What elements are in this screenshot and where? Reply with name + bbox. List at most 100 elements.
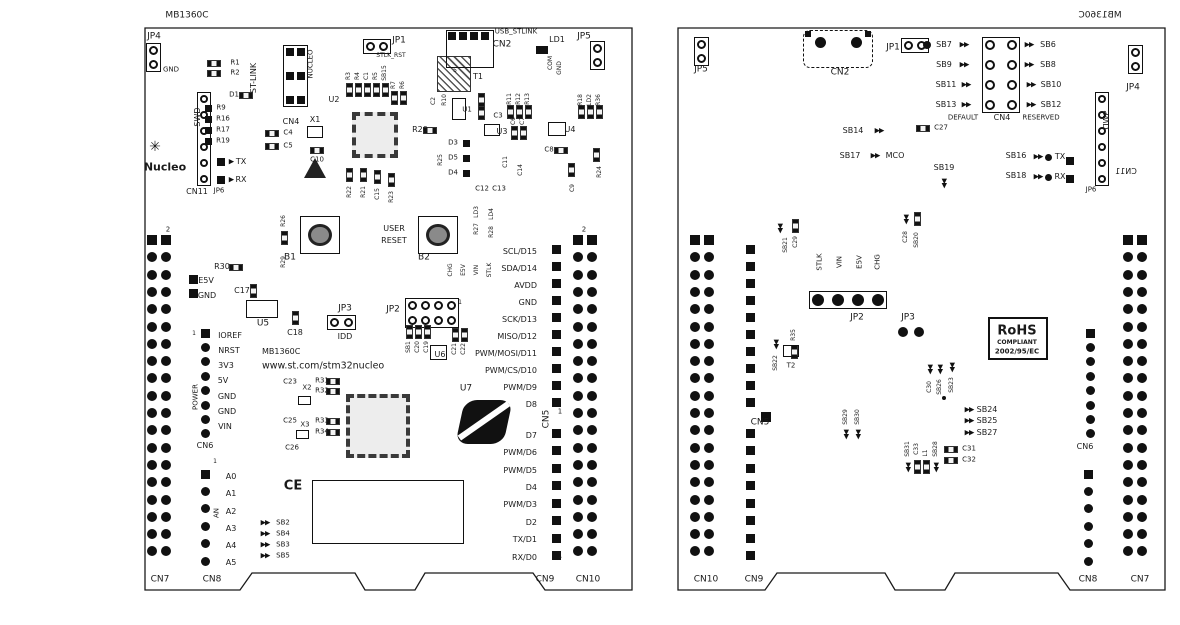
pin-pad bbox=[1098, 143, 1106, 151]
button-cap bbox=[308, 223, 332, 247]
silkscreen-label: C22 bbox=[460, 343, 467, 355]
pin-pad bbox=[1123, 546, 1133, 557]
push-button bbox=[418, 216, 458, 254]
pin-pad bbox=[745, 312, 755, 322]
silkscreen-label: SB18 bbox=[1005, 171, 1027, 180]
pin-pad bbox=[690, 442, 700, 453]
component-outline bbox=[484, 124, 500, 136]
pin-pad bbox=[1123, 373, 1133, 384]
silkscreen-label: R27 bbox=[473, 223, 480, 235]
silkscreen-label: SB13 bbox=[935, 100, 957, 109]
pin-pad bbox=[690, 286, 700, 297]
silkscreen-label: R31 bbox=[315, 376, 329, 385]
pin-pad bbox=[1123, 252, 1133, 263]
component-outline bbox=[298, 396, 311, 405]
pin-pad bbox=[573, 235, 583, 245]
pin-pad bbox=[898, 327, 908, 337]
pin-pad bbox=[704, 511, 714, 522]
component bbox=[437, 56, 471, 92]
pin-pad bbox=[745, 481, 755, 490]
pin-pad bbox=[573, 390, 583, 401]
pin-pad bbox=[378, 41, 388, 51]
pin-pad bbox=[1007, 100, 1017, 110]
pin-pad bbox=[690, 235, 700, 245]
solder-bridge-icon: ▶▶ bbox=[1026, 80, 1037, 89]
pin-pad bbox=[573, 373, 583, 384]
pad bbox=[1044, 173, 1052, 181]
pin-pad bbox=[573, 356, 583, 367]
pin-pad bbox=[573, 269, 583, 280]
silkscreen-label: MB1360C bbox=[262, 347, 301, 356]
pin-pad bbox=[587, 425, 597, 436]
pad bbox=[923, 41, 931, 49]
pin-pad bbox=[587, 235, 597, 245]
component bbox=[460, 328, 468, 342]
pin-pad bbox=[1098, 95, 1106, 103]
silkscreen-label: PWM/D6 bbox=[503, 448, 537, 457]
pin-pad bbox=[1137, 338, 1147, 349]
silkscreen-label: R9 bbox=[216, 103, 226, 112]
pin-pad bbox=[914, 327, 924, 337]
silkscreen-label: R33 bbox=[315, 416, 329, 425]
pin-pad bbox=[690, 252, 700, 263]
pin-pad bbox=[1085, 328, 1095, 338]
push-button bbox=[300, 216, 340, 254]
component bbox=[944, 456, 958, 464]
qfp-chip bbox=[352, 112, 398, 158]
pin-pad bbox=[286, 48, 294, 56]
connector-outline bbox=[803, 30, 873, 68]
pin-pad bbox=[147, 494, 157, 505]
pin-pad bbox=[446, 315, 456, 325]
silkscreen-label: CN10 bbox=[575, 574, 601, 585]
pin-pad bbox=[200, 175, 208, 183]
silkscreen-label: E5V bbox=[855, 255, 864, 269]
silkscreen-label: CN11 bbox=[186, 187, 208, 196]
component bbox=[326, 387, 340, 395]
connector-outline bbox=[404, 297, 459, 328]
board-outline-top-view bbox=[144, 27, 633, 591]
pin-pad bbox=[1083, 469, 1093, 479]
component bbox=[414, 325, 422, 339]
pin-pad bbox=[200, 414, 210, 424]
silkscreen-label: R29 bbox=[280, 256, 287, 268]
pin-pad bbox=[161, 286, 171, 297]
silkscreen-label: SB11 bbox=[935, 80, 957, 89]
pad bbox=[217, 158, 225, 166]
pin-pad bbox=[1123, 511, 1133, 522]
pin-pad bbox=[1123, 477, 1133, 488]
pin-pad bbox=[1123, 235, 1133, 245]
pad bbox=[942, 396, 946, 400]
silkscreen-label: CE bbox=[283, 478, 303, 494]
solder-bridge-icon: ▶▶ bbox=[1024, 60, 1035, 69]
silkscreen-label: SB30 bbox=[854, 409, 861, 425]
pin-pad bbox=[551, 463, 561, 473]
silkscreen-label: SB16 bbox=[1005, 151, 1027, 160]
silkscreen-label: SB27 bbox=[976, 428, 998, 437]
silkscreen-label: C14 bbox=[517, 164, 524, 176]
solder-bridge-icon: ▶▶ bbox=[959, 40, 970, 49]
pin-pad bbox=[745, 278, 755, 288]
pin-pad bbox=[446, 300, 456, 310]
silkscreen-label: CN5 bbox=[750, 417, 770, 428]
pin-pad bbox=[1137, 321, 1147, 332]
pin-pad bbox=[573, 252, 583, 263]
component bbox=[207, 59, 221, 67]
silkscreen-label: SB28 bbox=[932, 441, 939, 457]
silkscreen-label: 3V3 bbox=[218, 361, 234, 370]
component bbox=[515, 105, 523, 119]
pin-pad bbox=[286, 72, 294, 80]
component bbox=[586, 105, 594, 119]
component bbox=[326, 417, 340, 425]
silkscreen-label: C2 bbox=[430, 96, 437, 106]
silkscreen-label: CN6 bbox=[1076, 442, 1094, 451]
silkscreen-label: R34 bbox=[315, 427, 329, 436]
silkscreen-label: C5 bbox=[283, 141, 293, 150]
pin-pad bbox=[704, 286, 714, 297]
solder-bridge-icon: ▶▶ bbox=[772, 339, 781, 349]
pin-pad bbox=[696, 53, 706, 63]
silkscreen-label: CN5 bbox=[541, 409, 552, 429]
silkscreen-label: R19 bbox=[216, 136, 230, 145]
pin-pad bbox=[1085, 429, 1095, 439]
silkscreen-label: CN4 bbox=[993, 113, 1011, 122]
pin-pad bbox=[147, 546, 157, 557]
